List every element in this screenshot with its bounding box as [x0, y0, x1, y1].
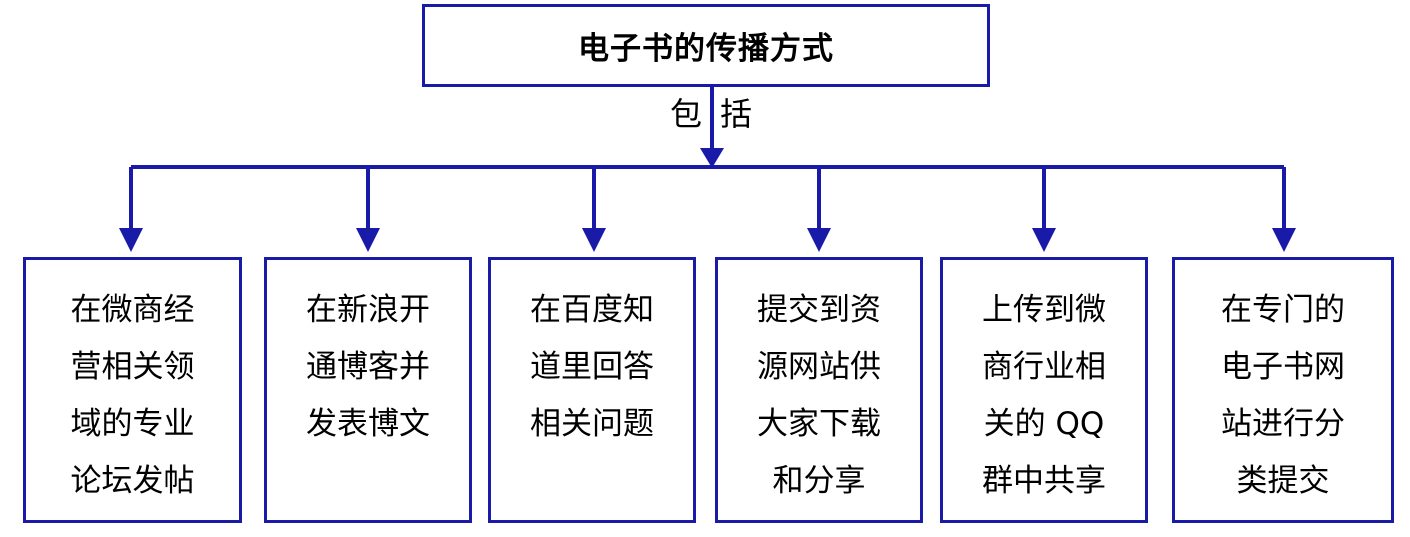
branch-arrowhead-5 — [1032, 228, 1056, 252]
child-node-4: 提交到资 源网站供 大家下载 和分享 — [715, 257, 923, 523]
child-node-5: 上传到微 商行业相 关的 QQ 群中共享 — [940, 257, 1148, 523]
child-node-6-line-4: 类提交 — [1236, 463, 1330, 499]
child-node-1: 在微商经 营相关领 域的专业 论坛发帖 — [23, 257, 242, 523]
branch-arrowhead-3 — [582, 228, 606, 252]
child-node-3-line-1: 在百度知 — [530, 292, 654, 328]
child-node-3-line-2: 道里回答 — [530, 349, 654, 385]
child-node-2: 在新浪开 通博客并 发表博文 — [264, 257, 472, 523]
child-node-3: 在百度知 道里回答 相关问题 — [488, 257, 696, 523]
branch-arrowhead-1 — [119, 228, 143, 252]
child-node-6: 在专门的 电子书网 站进行分 类提交 — [1172, 257, 1394, 523]
root-node: 电子书的传播方式 — [422, 4, 990, 87]
child-node-4-line-2: 源网站供 — [757, 349, 881, 385]
child-node-4-line-3: 大家下载 — [757, 406, 881, 442]
child-node-5-line-1: 上传到微 — [982, 292, 1106, 328]
relation-label-char-1: 包 — [669, 95, 702, 133]
child-node-4-line-4: 和分享 — [772, 463, 866, 499]
relation-label-char-2: 括 — [719, 95, 752, 133]
child-node-5-line-4: 群中共享 — [982, 463, 1106, 499]
child-node-6-line-2: 电子书网 — [1221, 349, 1345, 385]
root-node-label: 电子书的传播方式 — [578, 31, 834, 67]
child-node-6-line-1: 在专门的 — [1221, 292, 1345, 328]
branch-arrowhead-4 — [807, 228, 831, 252]
child-node-2-line-3: 发表博文 — [306, 406, 430, 442]
branch-arrowhead-6 — [1272, 228, 1296, 252]
child-node-1-line-4: 论坛发帖 — [70, 463, 195, 499]
child-node-6-line-3: 站进行分 — [1221, 406, 1345, 442]
child-node-1-line-3: 域的专业 — [70, 406, 195, 442]
branch-arrowhead-2 — [356, 228, 380, 252]
trunk-arrowhead — [700, 148, 724, 168]
child-node-2-line-1: 在新浪开 — [306, 292, 430, 328]
child-node-1-line-1: 在微商经 — [70, 292, 195, 328]
child-node-4-line-1: 提交到资 — [757, 292, 881, 328]
child-node-5-line-3: 关的 QQ — [983, 406, 1105, 442]
child-node-2-line-2: 通博客并 — [306, 349, 430, 385]
child-node-5-line-2: 商行业相 — [982, 349, 1106, 385]
child-node-3-line-3: 相关问题 — [530, 406, 654, 442]
child-node-1-line-2: 营相关领 — [70, 349, 195, 385]
